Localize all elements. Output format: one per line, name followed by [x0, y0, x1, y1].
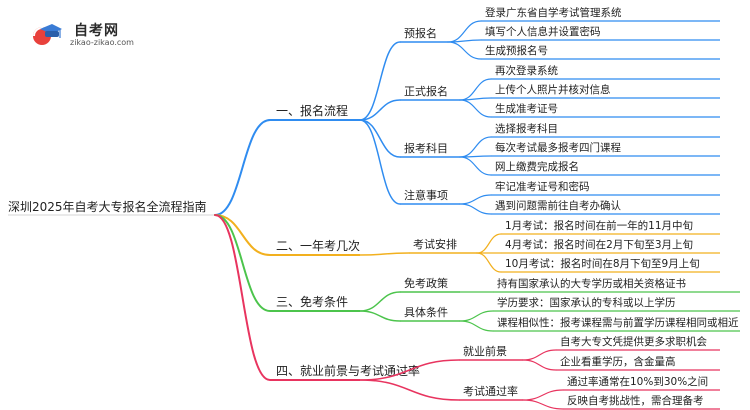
branch-label: 二、一年考几次: [276, 239, 360, 253]
leaf-item: 持有国家承认的大专学历或相关资格证书: [459, 277, 740, 293]
leaf-label: 登录广东省自学考试管理系统: [485, 6, 622, 19]
leaf-label: 再次登录系统: [495, 64, 558, 77]
leaf-item: 填写个人信息并设置密码: [447, 25, 720, 43]
leaf-label: 通过率通常在10%到30%之间: [567, 375, 708, 388]
branch-label: 一、报名流程: [276, 103, 348, 118]
logo-title: 自考网: [74, 23, 119, 39]
leaf-item: 网上缴费完成报名: [459, 156, 720, 176]
leaf-item: 4月考试：报名时间在2月下旬至3月上旬: [476, 238, 720, 254]
leaf-item: 10月考试：报名时间在8月下旬至9月上旬: [476, 252, 720, 273]
topic-label: 报考科目: [404, 141, 448, 155]
leaf-label: 牢记准考证号和密码: [495, 180, 590, 193]
leaf-label: 网上缴费完成报名: [495, 160, 579, 173]
site-logo[interactable]: 自考网 zikao-zikao.com: [30, 20, 150, 50]
leaf-item: 登录广东省自学考试管理系统: [447, 6, 720, 43]
leaf-label: 每次考试最多报考四门课程: [495, 141, 621, 154]
leaf-label: 自考大专文凭提供更多求职机会: [560, 335, 707, 348]
leaf-item: 每次考试最多报考四门课程: [459, 141, 720, 158]
root-node: 深圳2025年自考大专报名全流程指南: [8, 199, 215, 216]
leaf-label: 企业看重学历，含金量高: [560, 355, 676, 368]
leaf-label: 持有国家承认的大专学历或相关资格证书: [497, 277, 686, 290]
leaf-label: 遇到问题需前往自考办确认: [495, 199, 621, 212]
branch-label: 三、免考条件: [276, 294, 348, 309]
topic-label: 正式报名: [404, 84, 448, 98]
leaf-label: 上传个人照片并核对信息: [495, 83, 611, 96]
leaf-item: 反映自考挑战性，需合理备考: [522, 394, 720, 410]
leaf-item: 企业看重学历，含金量高: [522, 355, 720, 371]
leaf-label: 学历要求：国家承认的专科或以上学历: [497, 296, 676, 309]
leaf-item: 生成预报名号: [447, 41, 720, 60]
branch-4: 四、就业前景与考试通过率 就业前景 自考大专文凭提供更多求职机会企业看重学历，含金量…: [214, 214, 720, 410]
leaf-item: 通过率通常在10%到30%之间: [522, 375, 720, 401]
topic-node: 免考政策 持有国家承认的大专学历或相关资格证书: [359, 276, 740, 312]
topic-label: 注意事项: [404, 188, 448, 202]
topic-label: 考试通过率: [463, 384, 518, 398]
leaf-label: 填写个人信息并设置密码: [485, 25, 601, 38]
graduation-cap-icon: [33, 24, 62, 45]
leaf-label: 课程相似性：报考课程需与前置学历课程相同或相近: [497, 316, 739, 329]
leaf-item: 自考大专文凭提供更多求职机会: [522, 335, 720, 361]
leaf-label: 10月考试：报名时间在8月下旬至9月上旬: [505, 257, 700, 270]
leaf-label: 4月考试：报名时间在2月下旬至3月上旬: [505, 238, 693, 251]
branch-label: 四、就业前景与考试通过率: [276, 363, 420, 378]
branch-2: 二、一年考几次 考试安排 1月考试：报名时间在前一年的11月中旬 4月考试：报名时间在…: [214, 214, 720, 273]
topic-label: 就业前景: [463, 344, 507, 358]
leaf-item: 课程相似性：报考课程需与前置学历课程相同或相近: [459, 316, 740, 332]
topic-node: 考试安排 1月考试：报名时间在前一年的11月中旬 4月考试：报名时间在2月下旬至3月…: [359, 219, 720, 273]
leaf-label: 反映自考挑战性，需合理备考: [567, 394, 704, 407]
topic-label: 预报名: [404, 26, 437, 40]
topic-node: 具体条件 学历要求：国家承认的专科或以上学历课程相似性：报考课程需与前置学历课程相…: [359, 296, 740, 332]
branch-1: 一、报名流程 预报名 登录广东省自学考试管理系统填写个人信息并设置密码生成预报名号正…: [214, 6, 720, 216]
topic-label: 具体条件: [404, 305, 448, 319]
leaf-item: 选择报考科目: [459, 122, 720, 158]
leaf-item: 生成准考证号: [459, 99, 720, 118]
leaf-label: 生成预报名号: [485, 44, 548, 57]
leaf-item: 1月考试：报名时间在前一年的11月中旬: [476, 219, 720, 254]
leaf-label: 生成准考证号: [495, 102, 558, 115]
leaf-item: 遇到问题需前往自考办确认: [459, 199, 720, 215]
leaf-label: 1月考试：报名时间在前一年的11月中旬: [505, 219, 693, 232]
topic-label: 免考政策: [404, 276, 448, 290]
root-label: 深圳2025年自考大专报名全流程指南: [8, 199, 207, 214]
leaf-item: 上传个人照片并核对信息: [459, 83, 720, 101]
topic-label: 考试安排: [413, 237, 457, 251]
logo-url: zikao-zikao.com: [70, 38, 134, 47]
leaf-label: 选择报考科目: [495, 122, 558, 135]
